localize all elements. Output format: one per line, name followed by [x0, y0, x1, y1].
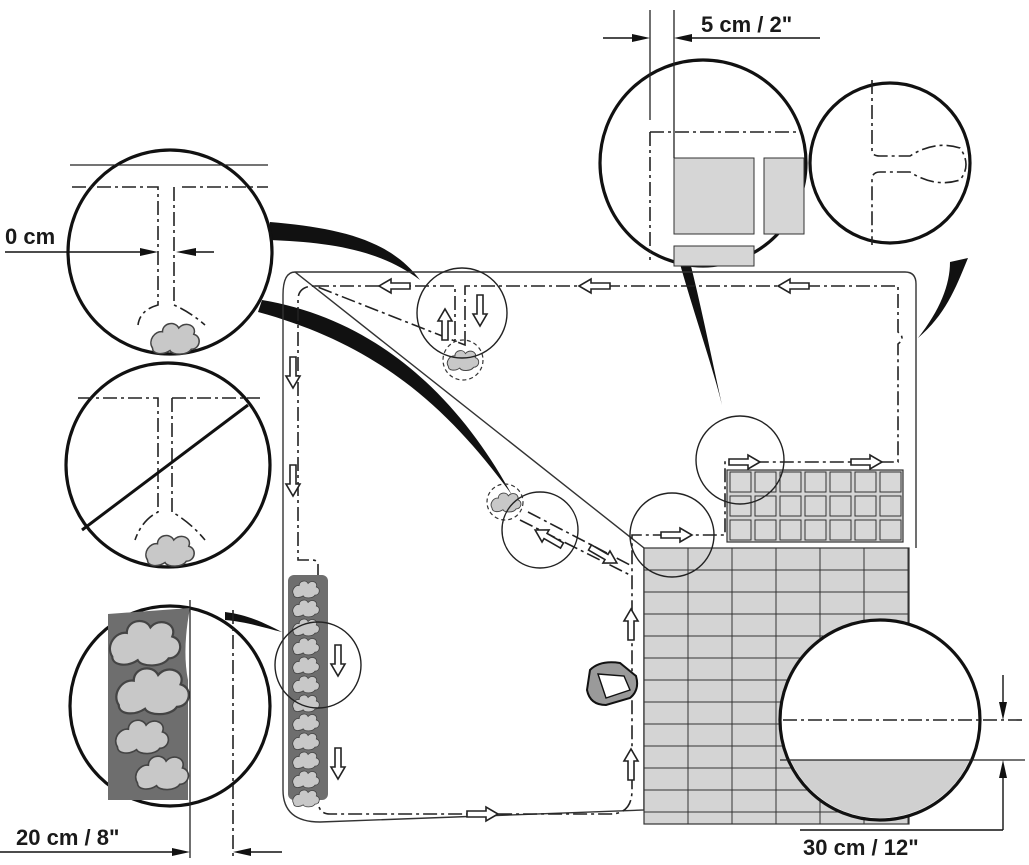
direction-arrow-icon [471, 294, 489, 328]
direction-arrow-icon [284, 356, 302, 390]
detail-wire-loop [808, 80, 972, 245]
hedge-strip [288, 575, 328, 808]
detail-passage-correct [66, 148, 274, 356]
direction-arrow-icon [436, 307, 454, 341]
leader-wedge-slabs [680, 262, 722, 405]
direction-arrow-icon [577, 277, 611, 295]
direction-arrows [284, 277, 884, 823]
direction-arrow-icon [533, 529, 565, 550]
direction-arrow-icon [776, 277, 810, 295]
bush-obstacle-top [442, 339, 484, 381]
leader-wedge-passage [268, 222, 420, 280]
direction-arrow-icon [329, 747, 347, 781]
bush-obstacle-middle [486, 483, 524, 521]
direction-arrow-icon [622, 747, 640, 781]
detail-markers [274, 267, 785, 709]
detail-paving-slabs [598, 10, 808, 268]
dimension-30cm [800, 675, 1007, 831]
dimension-0cm [5, 248, 214, 256]
leader-wedge-loop [918, 258, 968, 338]
detail-hedge-distance [68, 600, 272, 858]
boundary-wire [297, 285, 903, 815]
small-paving-area [726, 469, 904, 543]
direction-arrow-icon [377, 277, 411, 295]
direction-arrow-icon [728, 453, 762, 471]
label-20cm: 20 cm / 8" [16, 825, 119, 850]
direction-arrow-icon [587, 543, 619, 564]
dimension-20cm [0, 848, 282, 856]
leader-wedge-hedge [225, 612, 282, 632]
label-30cm: 30 cm / 12" [803, 835, 919, 860]
direction-arrow-icon [284, 464, 302, 498]
label-5cm: 5 cm / 2" [701, 12, 792, 37]
detail-passage-wrong [64, 361, 272, 569]
direction-arrow-icon [329, 644, 347, 678]
detail-lawn-edge [778, 618, 1025, 822]
robotic-mower-icon [585, 661, 639, 707]
lawn-edge [282, 271, 917, 823]
dimension-5cm [603, 34, 820, 42]
direction-arrow-icon [660, 526, 694, 544]
boundary-wire-diagonal [519, 519, 631, 576]
direction-arrow-icon [850, 453, 884, 471]
direction-arrow-icon [466, 805, 500, 823]
label-0cm: 0 cm [5, 224, 55, 249]
direction-arrow-icon [622, 607, 640, 641]
